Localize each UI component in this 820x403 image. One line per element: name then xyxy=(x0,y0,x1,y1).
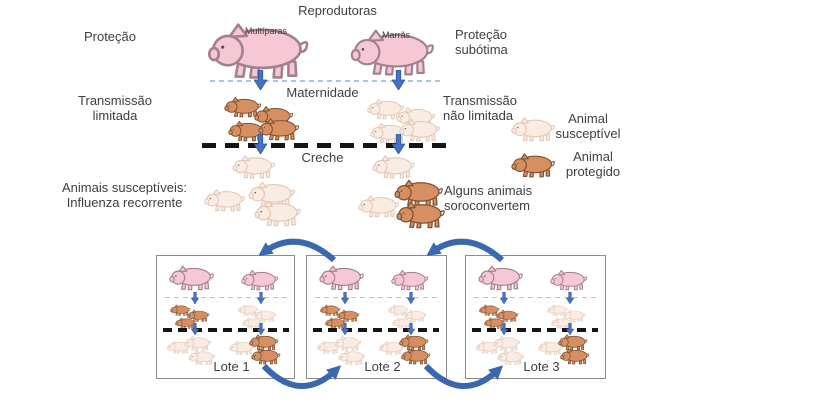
legend-protected-label: Animal protegido xyxy=(565,149,621,179)
piglet-susceptible-icon xyxy=(399,116,441,142)
protection-label: Proteção xyxy=(83,29,137,44)
lot-box-3: Lote 3 xyxy=(465,255,606,379)
diagram-title: Reprodutoras xyxy=(298,3,377,18)
sow-icon xyxy=(241,267,279,291)
pig-susceptible-icon xyxy=(204,186,246,212)
nursery-label: Creche xyxy=(301,150,344,165)
suboptimal-protection-label: Proteção subótima xyxy=(455,27,508,57)
maternity-divider-line xyxy=(315,297,437,298)
down-arrow-icon xyxy=(341,292,349,304)
limited-transmission-label: Transmissão limitada xyxy=(78,93,152,123)
lot-label: Lote 3 xyxy=(523,359,560,374)
down-arrow-icon xyxy=(392,70,405,90)
pig-susceptible-icon xyxy=(232,152,276,179)
sow-icon xyxy=(169,262,215,291)
down-arrow-icon xyxy=(392,134,405,154)
sow-icon xyxy=(550,267,588,291)
maternity-divider-line xyxy=(474,297,596,298)
lot-box-1: Lote 1 xyxy=(156,255,295,379)
pig-susceptible-icon xyxy=(254,197,302,227)
maternity-label: Maternidade xyxy=(286,85,359,100)
flow-arrow-top-1-icon xyxy=(258,238,336,263)
pig-susceptible-icon xyxy=(372,152,416,179)
susceptible-animals-label: Animais susceptíveis: Influenza recorren… xyxy=(62,180,187,210)
sow-icon xyxy=(478,262,524,291)
maternity-divider-line xyxy=(210,80,442,82)
seroconvert-label: Alguns animais soroconvertem xyxy=(444,183,533,213)
flow-arrow-bottom-1-icon xyxy=(261,363,342,389)
legend-protected-icon xyxy=(511,150,556,178)
down-arrow-icon xyxy=(254,70,267,90)
nursery-divider-line xyxy=(472,328,598,332)
down-arrow-icon xyxy=(191,292,199,304)
flow-arrow-top-2-icon xyxy=(426,238,504,263)
nursery-divider-line xyxy=(163,328,289,332)
nursery-divider-line xyxy=(313,328,439,332)
lot-label: Lote 2 xyxy=(364,359,401,374)
gilt-sow-label: Marrãs xyxy=(381,30,410,40)
lot-label: Lote 1 xyxy=(213,359,250,374)
sow-icon xyxy=(319,262,365,291)
nursery-divider-line xyxy=(202,143,447,148)
unlimited-transmission-label: Transmissão não limitada xyxy=(443,93,517,123)
multiparous-sow-label: Multíparas xyxy=(244,26,288,36)
down-arrow-icon xyxy=(254,134,267,154)
pig-protected-icon xyxy=(396,198,446,229)
down-arrow-icon xyxy=(500,292,508,304)
lot-box-2: Lote 2 xyxy=(306,255,447,379)
maternity-divider-line xyxy=(165,297,287,298)
legend-susceptible-label: Animal susceptível xyxy=(555,111,621,141)
sow-icon xyxy=(391,267,429,291)
flow-arrow-bottom-2-icon xyxy=(423,363,504,389)
